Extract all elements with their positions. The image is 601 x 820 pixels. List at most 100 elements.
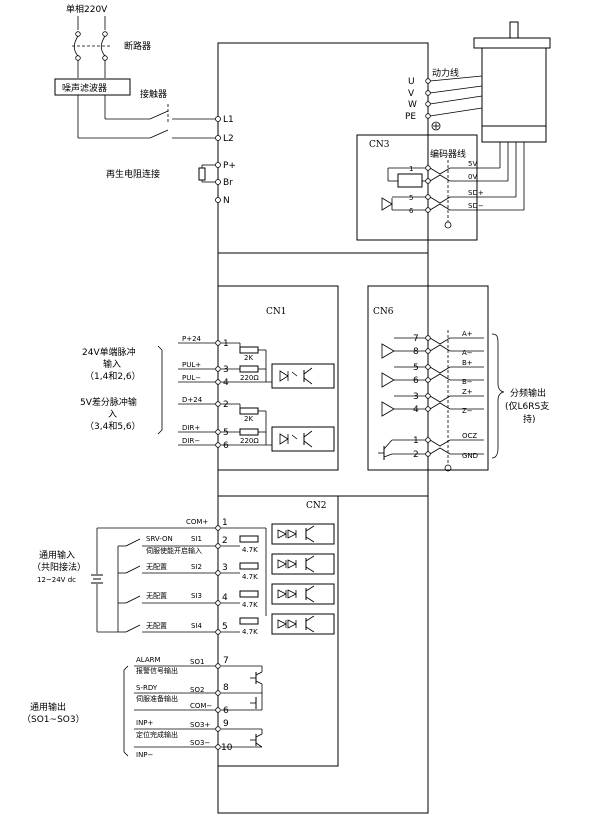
motor: 动力线 U V W PE: [405, 21, 551, 143]
cn1-pin-5: 5: [223, 428, 229, 438]
cn2-out3-sig: SO3+: [190, 721, 210, 729]
cn6-pin-2: 2: [413, 450, 419, 460]
cn2-pin-in3: 4: [222, 593, 228, 603]
encoder-line-label: 编码器线: [430, 148, 466, 160]
cn1-optocoupler-b: [271, 426, 335, 452]
supply-label: 单相220V: [66, 3, 108, 15]
cn2-in1-desc: 伺服使能开启输入: [146, 546, 202, 555]
cn2-input-desc-l2: （共阳接法）: [32, 561, 86, 573]
cn2-out4-sig: SO3−: [190, 739, 210, 747]
cn1-pin-1: 1: [223, 339, 229, 349]
cn3-sig-5v: 5V: [468, 160, 477, 168]
cn2-out1-name: ALARM: [136, 656, 161, 664]
cn2-pin-in4: 5: [222, 622, 228, 632]
cn2-out-com-sig: COM−: [190, 702, 212, 710]
cn6-pin-3: 3: [413, 392, 419, 402]
cn1-title: CN1: [266, 307, 287, 317]
regen-label: 再生电阻连接: [106, 168, 160, 180]
cn2-out2-name: S-RDY: [136, 684, 158, 692]
cn6-note-l2: (仅L6RS支: [505, 400, 549, 412]
cn3-sig-0v: 0V: [468, 173, 477, 181]
cn2-output-desc-l2: （SO1~SO3）: [22, 714, 85, 725]
cn6-pin-5: 5: [413, 363, 419, 373]
cn1-desc2-l1: 5V差分脉冲输: [80, 396, 137, 408]
regen-resistor: [198, 167, 206, 181]
cn6-pin-8: 8: [413, 347, 419, 357]
cn3-block: CN3 编码器线 1 2 5 6 5V 0V SD+ SD−: [356, 134, 525, 241]
cn2-input-desc-l3: 12~24V dc: [37, 576, 76, 584]
cn2-pin-com: 1: [222, 518, 228, 528]
cn2-res-3: 4.7K: [242, 601, 258, 609]
cn2-block: CN2 通用输入 （共阳接法） 12~24V dc COM+ SRV-ON SI…: [22, 495, 339, 767]
cn1-pin-4: 4: [223, 378, 229, 388]
cn6-sig-ocz: OCZ: [462, 432, 477, 440]
cn1-res-220-b: 220Ω: [240, 437, 259, 445]
cn6-pin-6: 6: [413, 376, 419, 386]
cn1-optocoupler-a: [271, 363, 335, 389]
cn1-pin-2: 2: [223, 400, 229, 410]
cn3-pin-6: 6: [409, 207, 414, 215]
cn6-pin-1: 1: [413, 436, 419, 446]
cn1-res-2k-a: 2K: [244, 354, 253, 362]
cn6-sig-zp: Z+: [462, 388, 473, 396]
cn1-sig-pulp: PUL+: [182, 361, 201, 369]
cn3-sig-sdn: SD−: [468, 202, 484, 210]
cn2-out2-desc: 伺服准备输出: [136, 694, 178, 703]
cn6-sig-ap: A+: [462, 330, 473, 338]
cn3-title: CN3: [369, 140, 390, 150]
cn6-title: CN6: [373, 307, 394, 317]
filter-label: 噪声滤波器: [62, 82, 107, 94]
cn2-out1-sig: SO1: [190, 658, 204, 666]
cn6-block: CN6 7 8 5 6 3 4 1 2: [367, 285, 549, 472]
cn6-sig-bn: B−: [462, 378, 473, 386]
cn2-out3-desc: 定位完成输出: [136, 730, 178, 739]
cn1-pin-3: 3: [223, 365, 229, 375]
cn1-desc2-l2: 入: [108, 409, 117, 420]
phase-v: V: [408, 89, 415, 99]
cn1-desc1-l2: 输入: [103, 358, 121, 370]
cn2-out4-name: INP−: [136, 751, 154, 759]
power-section: 单相220V 断路器 噪声滤波器 接触器 L1 L2: [54, 3, 236, 206]
cn2-in3-name: 无配置: [146, 592, 167, 600]
cn1-desc1-l3: （1,4和2,6）: [85, 371, 141, 382]
cn2-out1-desc: 报警信号输出: [136, 666, 178, 675]
cn2-in1-sig: SI1: [191, 535, 202, 543]
cn6-pin-4: 4: [413, 405, 419, 415]
phase-w: W: [408, 100, 417, 110]
cn6-sig-bp: B+: [462, 359, 473, 367]
cn1-sig-puln: PUL−: [182, 374, 201, 382]
cn3-pin-5: 5: [409, 194, 413, 202]
cn6-sig-gnd: GND: [462, 452, 478, 460]
cn3-sig-sdp: SD+: [468, 189, 484, 197]
cn2-in2-sig: SI2: [191, 563, 202, 571]
noise-filter-box: [54, 78, 131, 96]
cn2-pin-in1: 2: [222, 536, 228, 546]
cn2-input-desc-l1: 通用输入: [39, 549, 75, 561]
cn2-res-1: 4.7K: [242, 546, 258, 554]
cn1-block: CN1 24V单端脉冲 输入 （1,4和2,6） 5V差分脉冲输 入 （3,4和…: [80, 285, 339, 471]
cn2-in3-sig: SI3: [191, 592, 202, 600]
cn2-in1-name: SRV-ON: [146, 535, 173, 543]
breaker-label: 断路器: [124, 40, 151, 52]
cn1-pin-6: 6: [223, 441, 229, 451]
cn2-in2-name: 无配置: [146, 563, 167, 571]
power-line-label: 动力线: [432, 67, 459, 79]
cn6-note-l3: 持): [523, 413, 536, 425]
cn1-desc2-l3: （3,4和5,6）: [85, 421, 141, 432]
cn2-input-optos: [221, 523, 335, 635]
cn2-output-desc-l1: 通用输出: [30, 701, 66, 713]
cn1-res-220-a: 220Ω: [240, 374, 259, 382]
cn2-out2-sig: SO2: [190, 686, 204, 694]
terminal-l1: L1: [223, 115, 234, 125]
cn2-in4-name: 无配置: [146, 622, 167, 630]
cn2-out3-name: INP+: [136, 719, 154, 727]
contactor-label: 接触器: [140, 88, 167, 100]
cn2-com-label: COM+: [186, 518, 208, 526]
cn2-pin-com-minus: 6: [223, 706, 229, 716]
terminal-n: N: [223, 196, 230, 206]
cn1-desc1-l1: 24V单端脉冲: [82, 346, 136, 358]
cn2-res-2: 4.7K: [242, 573, 258, 581]
cn1-res-2k-b: 2K: [244, 415, 253, 423]
cn1-sig-dirp: DIR+: [182, 424, 200, 432]
